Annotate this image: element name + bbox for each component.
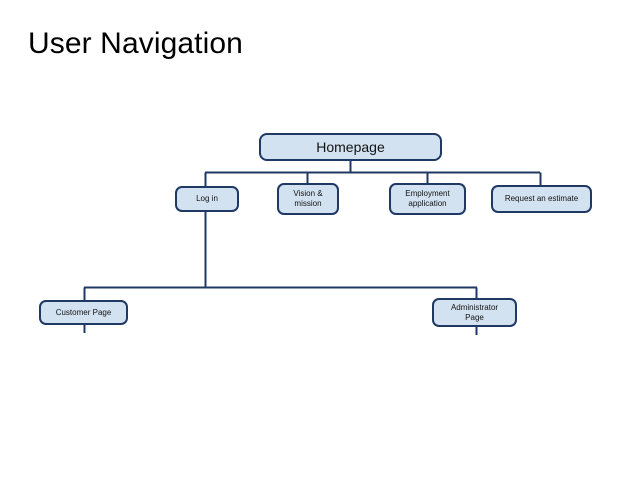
node-employment-application-label: Employment application — [405, 189, 450, 208]
node-customer-page-label: Customer Page — [55, 307, 112, 317]
node-administrator-page-label: Administrator Page — [450, 302, 499, 322]
node-customer-page[interactable]: Customer Page — [39, 300, 128, 325]
node-vision-mission[interactable]: Vision & mission — [277, 183, 339, 215]
node-employment-application[interactable]: Employment application — [389, 183, 466, 215]
node-request-an-estimate[interactable]: Request an estimate — [491, 185, 592, 213]
node-log-in[interactable]: Log in — [175, 186, 239, 212]
node-vision-mission-label: Vision & mission — [293, 189, 323, 208]
node-homepage-label: Homepage — [316, 139, 385, 155]
node-log-in-label: Log in — [196, 194, 218, 203]
node-administrator-page[interactable]: Administrator Page — [432, 298, 517, 327]
page-title: User Navigation — [28, 27, 243, 60]
node-homepage[interactable]: Homepage — [259, 133, 442, 161]
node-request-an-estimate-label: Request an estimate — [504, 194, 579, 203]
connector-lines — [83, 161, 542, 335]
